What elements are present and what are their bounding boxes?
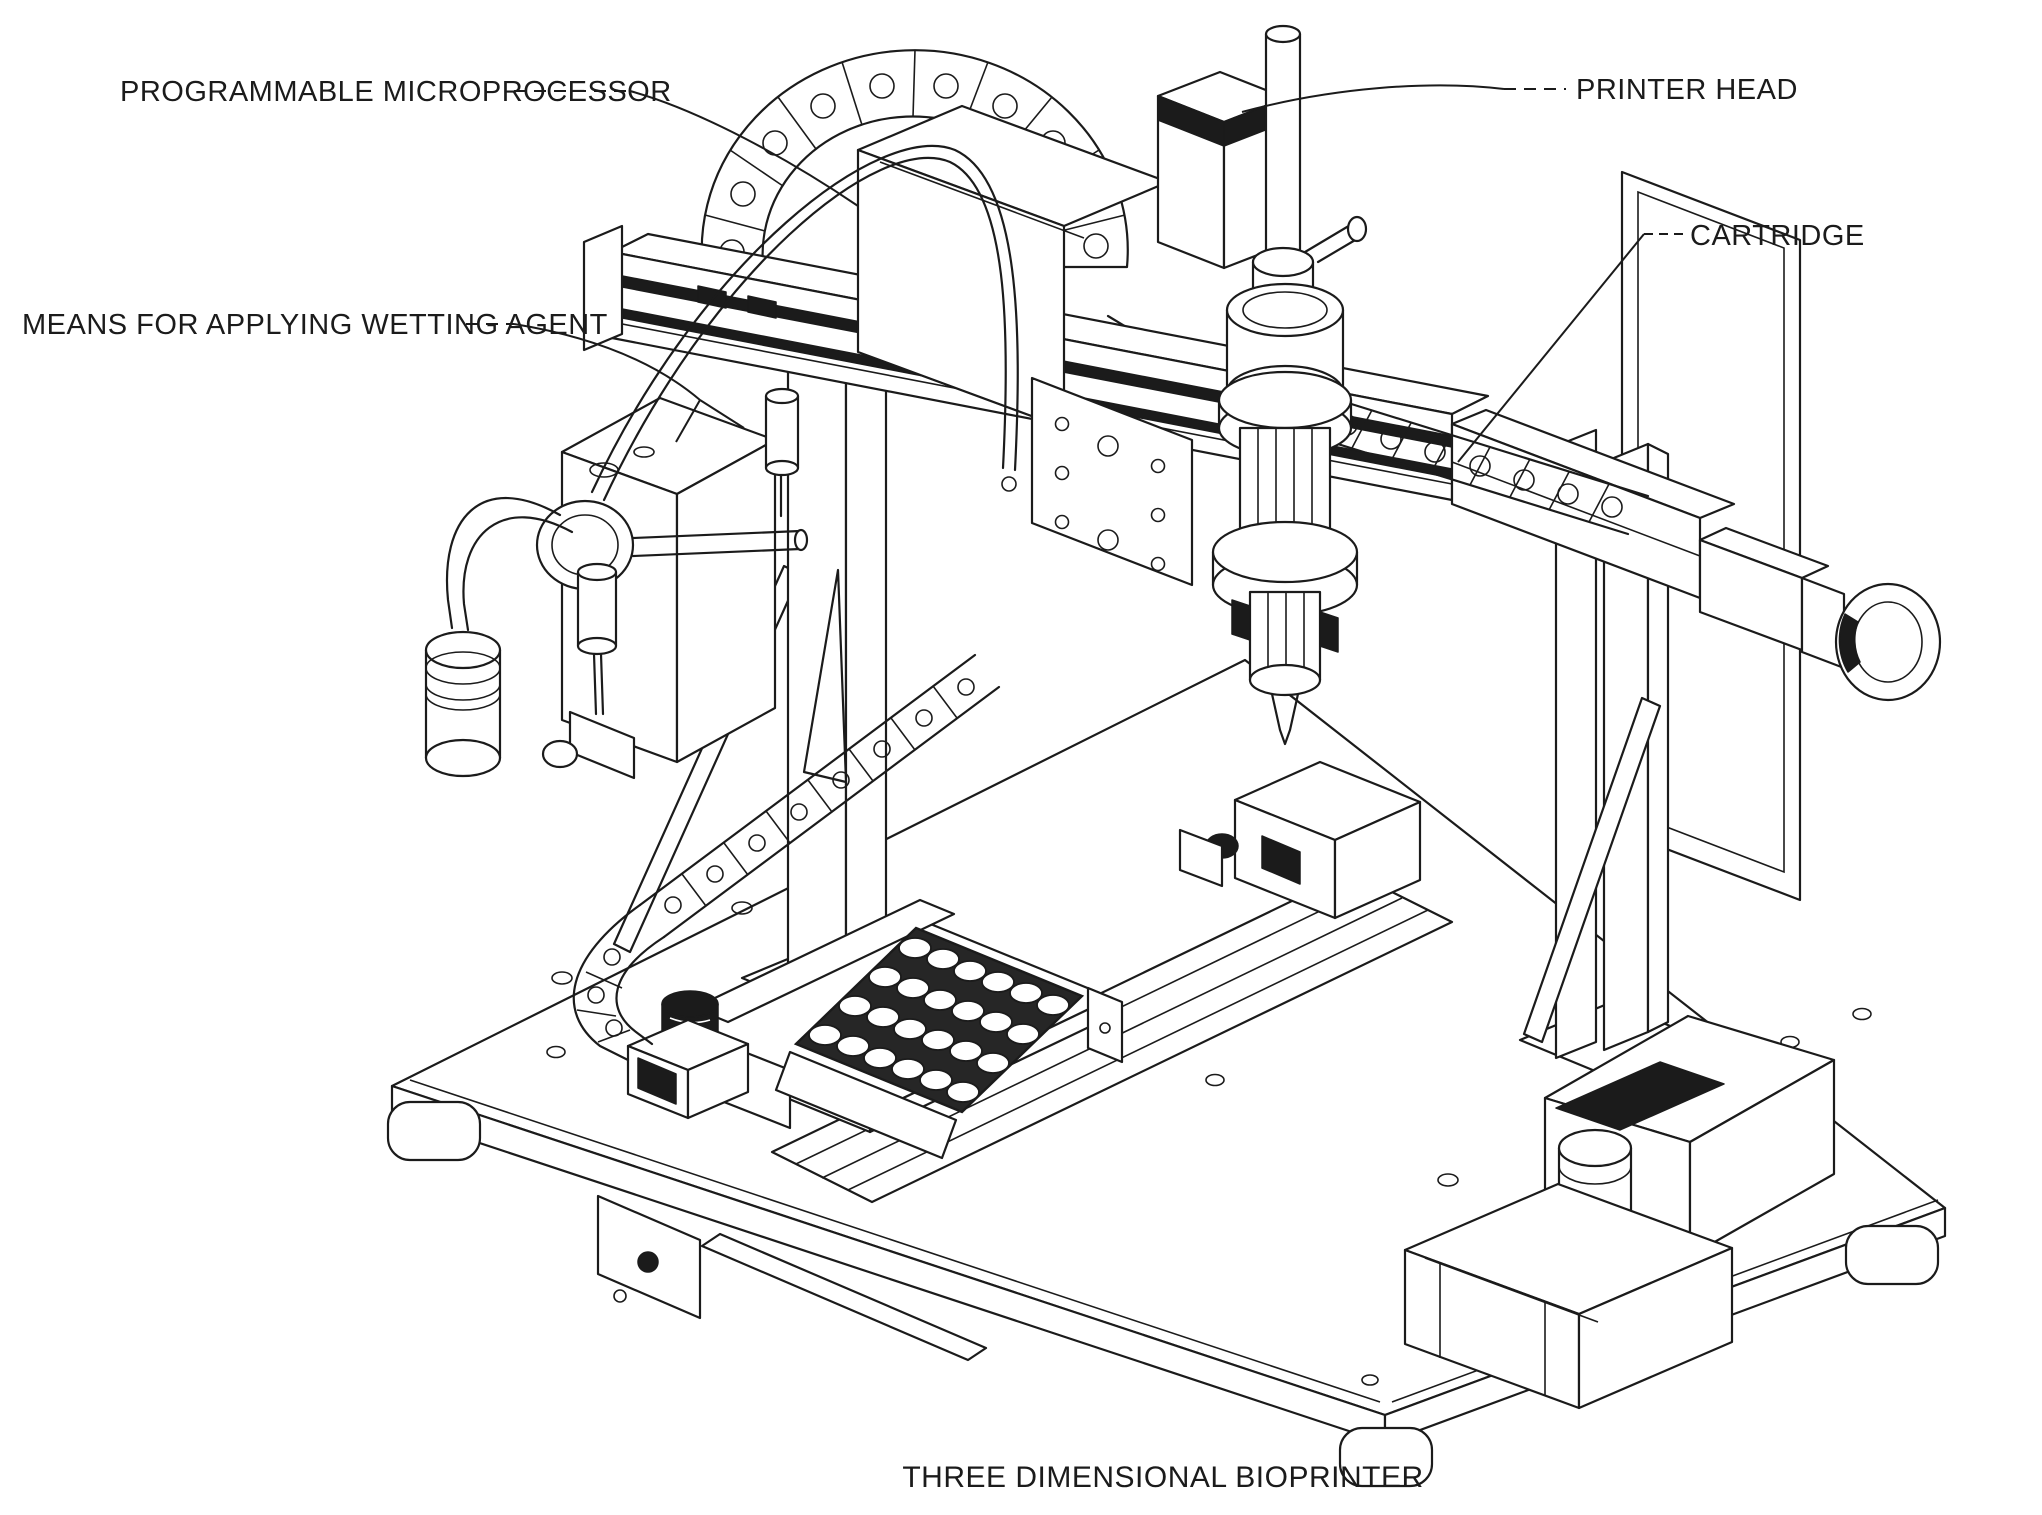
chain-anchor-box bbox=[628, 1020, 748, 1118]
cartridge-cylinder bbox=[1219, 284, 1351, 456]
waste-jar bbox=[1405, 1062, 1732, 1408]
front-bracket bbox=[598, 1196, 986, 1360]
reservoir-bottle bbox=[426, 632, 500, 776]
x-carriage-plate bbox=[1032, 378, 1192, 585]
right-gantry-column bbox=[1520, 430, 1704, 1078]
stage-bracket bbox=[1088, 988, 1122, 1062]
leader-lines bbox=[466, 85, 1686, 462]
side-nozzle bbox=[1305, 224, 1352, 252]
guide-rod bbox=[1266, 26, 1300, 258]
leader-printer-head bbox=[1242, 85, 1566, 112]
sample-stage bbox=[628, 900, 1122, 1158]
bottle-tube bbox=[447, 498, 560, 628]
well-plate bbox=[796, 928, 1082, 1112]
printer-head bbox=[1213, 217, 1366, 744]
pump-syringe bbox=[543, 564, 634, 778]
front-rail-bar bbox=[702, 1234, 986, 1360]
feed-tube bbox=[633, 531, 800, 538]
dispensing-nozzle bbox=[1272, 694, 1298, 744]
y-axis-motor bbox=[1180, 762, 1420, 918]
wetting-agent-unit bbox=[426, 398, 807, 778]
wells bbox=[809, 938, 1069, 1102]
figure-labels: PROGRAMMABLE MICROPROCESSOR PRINTER HEAD… bbox=[22, 74, 1865, 1494]
plate-holder-rail-front bbox=[776, 1052, 956, 1158]
leader-wetting-agent bbox=[466, 324, 744, 442]
cable-chain-horizontal bbox=[1312, 398, 1648, 534]
leader-microprocessor bbox=[514, 91, 858, 206]
label-cartridge: CARTRIDGE bbox=[1690, 220, 1865, 252]
syringe-barrels bbox=[1213, 428, 1357, 744]
wetting-applicator bbox=[766, 389, 798, 516]
supply-tube bbox=[592, 146, 1018, 500]
machine-foot bbox=[388, 1102, 1938, 1486]
cable-chain-left bbox=[574, 655, 999, 1060]
label-programmable-microprocessor: PROGRAMMABLE MICROPROCESSOR bbox=[120, 76, 672, 108]
microprocessor-housing bbox=[858, 106, 1168, 428]
figure-caption: THREE DIMENSIONAL BIOPRINTER bbox=[902, 1461, 1423, 1494]
label-wetting-agent: MEANS FOR APPLYING WETTING AGENT bbox=[22, 309, 608, 341]
label-printer-head: PRINTER HEAD bbox=[1576, 74, 1798, 106]
column-lightening-cutout bbox=[804, 570, 846, 782]
motor-end-cap bbox=[1836, 584, 1940, 700]
x-axis-motor bbox=[1452, 410, 1940, 700]
leader-cartridge bbox=[1458, 234, 1686, 462]
beam-end-cap bbox=[584, 226, 622, 350]
right-diagonal-strut bbox=[1524, 698, 1660, 1042]
